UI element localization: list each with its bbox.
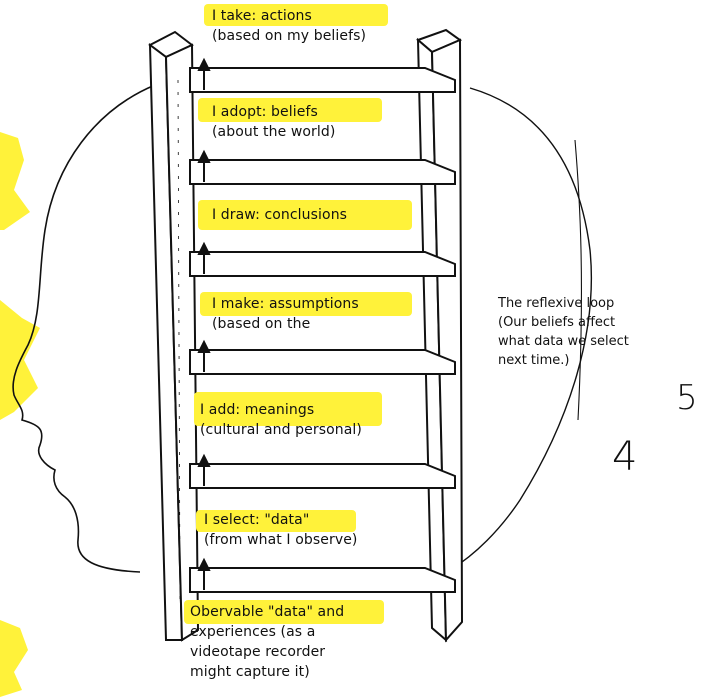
ladder-right-post xyxy=(418,30,462,640)
reflexive-loop-note: The reflexive loop (Our beliefs affect w… xyxy=(498,294,629,370)
rung-2 xyxy=(190,160,455,184)
ladder-left-post xyxy=(150,32,198,640)
rung-2-label: I adopt: beliefs(about the world) xyxy=(212,102,335,142)
handwritten-number-5: 5 xyxy=(676,378,698,418)
rung-6 xyxy=(190,568,455,592)
rung-3-label: I draw: conclusions xyxy=(212,205,347,225)
handwritten-number-4: 4 xyxy=(612,434,637,480)
rung-4 xyxy=(190,350,455,374)
rung-5 xyxy=(190,464,455,488)
rung-6-label: I select: "data"(from what I observe) xyxy=(204,510,358,550)
rung-1-label: I take: actions(based on my beliefs) xyxy=(212,6,366,46)
rung-1 xyxy=(190,68,455,92)
rung-3 xyxy=(190,252,455,276)
rung-7-label: Obervable "data" and experiences (as a v… xyxy=(190,602,344,682)
left-highlight-mark-3 xyxy=(0,620,28,697)
left-highlight-mark-1 xyxy=(0,132,30,230)
head-profile-outline xyxy=(13,85,155,572)
rung-4-label: I make: assumptions(based on the xyxy=(212,294,359,334)
rung-5-label: I add: meanings(cultural and personal) xyxy=(200,400,362,440)
